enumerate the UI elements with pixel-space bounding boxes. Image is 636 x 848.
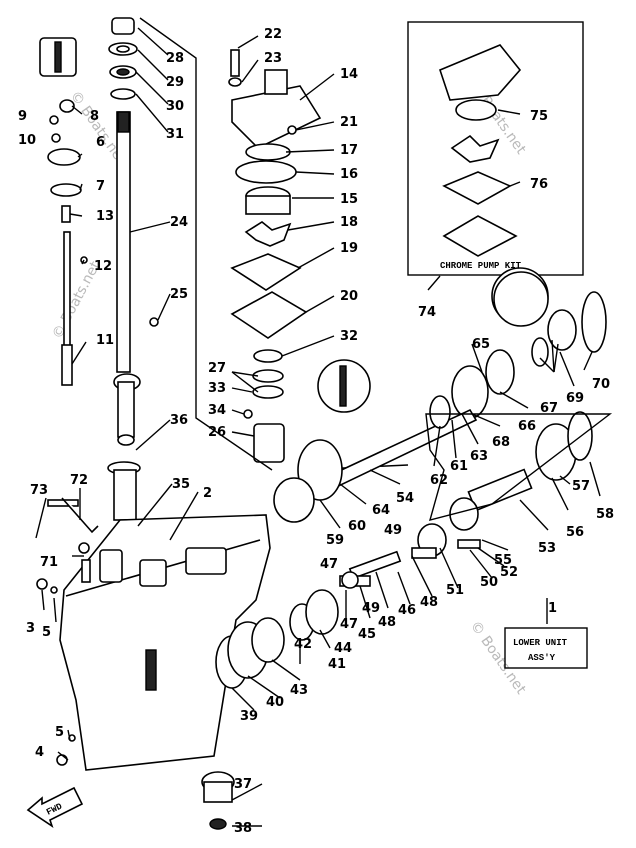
callout: 37 [234,777,252,792]
callout: 42 [294,637,312,652]
callout: 24 [170,215,188,230]
callout: 64 [372,503,390,518]
callout: 17 [340,143,358,158]
callout: 48 [378,615,396,630]
callout: 19 [340,241,358,256]
callout: 13 [96,209,114,224]
callout: 74 [418,305,436,320]
propeller-shaft-group [273,267,607,580]
callout: 31 [166,127,184,142]
callout: 52 [500,565,518,580]
water-pump-group [228,49,371,463]
callout: 9 [18,109,27,124]
callout: 21 [340,115,358,130]
chrome-pump-kit-parts [439,44,522,257]
callout: 69 [566,391,584,406]
callout: 18 [340,215,358,230]
callout: 48 [420,595,438,610]
callout: 25 [170,287,188,302]
lower-unit-label-line2: ASS'Y [528,653,556,663]
callout: 10 [18,133,36,148]
callout: 71 [40,555,58,570]
callout: 11 [96,333,114,348]
callout: 72 [70,473,88,488]
callout: 67 [540,401,558,416]
callout: 28 [166,51,184,66]
leader-lines [35,27,601,827]
callout: 49 [362,601,380,616]
callout: 50 [480,575,498,590]
callout: 1 [548,601,557,616]
callout: 49 [384,523,402,538]
callout: 43 [290,683,308,698]
callout: 39 [240,709,258,724]
callout: 26 [208,425,226,440]
callout: 5 [55,725,64,740]
callout: 5 [42,625,51,640]
callout: 65 [472,337,490,352]
callout: 41 [328,657,346,672]
callout: 3 [26,621,35,636]
callout: 68 [492,435,510,450]
callout: 55 [494,553,512,568]
callout: 54 [396,491,414,506]
callout: 34 [208,403,226,418]
callout: 70 [592,377,610,392]
callout: 53 [538,541,556,556]
chrome-pump-kit-box [407,21,584,276]
callout: 35 [172,477,190,492]
callout: 60 [348,519,366,534]
detail-circle [493,271,549,327]
callout: 66 [518,419,536,434]
lower-unit-label-line1: LOWER UNIT [513,638,568,648]
callout: 47 [340,617,358,632]
callout: 38 [234,821,252,836]
callout: 23 [264,51,282,66]
callout: 36 [170,413,188,428]
callout: 45 [358,627,376,642]
callout: 58 [596,507,614,522]
callout: 44 [334,641,352,656]
callout: 7 [96,179,105,194]
forward-arrow: FWD [26,786,84,828]
callout: 16 [340,167,358,182]
callout: 4 [35,745,44,760]
callout: 59 [326,533,344,548]
callout: 51 [446,583,464,598]
callout: 14 [340,67,358,82]
callout: 75 [530,109,548,124]
callout: 30 [166,99,184,114]
callout: 29 [166,75,184,90]
callout: 12 [94,259,112,274]
chrome-pump-kit-label: CHROME PUMP KIT [440,261,522,271]
callout: 56 [566,525,584,540]
callout: 32 [340,329,358,344]
lower-unit-box [504,627,588,669]
callout: 61 [450,459,468,474]
callout: 47 [320,557,338,572]
callout: 33 [208,381,226,396]
callout: 8 [90,109,99,124]
callout: 63 [470,449,488,464]
callout: 73 [30,483,48,498]
callout: 40 [266,695,284,710]
callout: 57 [572,479,590,494]
callout: 6 [96,135,105,150]
callout: 2 [203,486,212,501]
callout: 20 [340,289,358,304]
callout: 46 [398,603,416,618]
callout: 15 [340,192,358,207]
gearcase-housing [36,497,437,830]
callout: 62 [430,473,448,488]
callout: 27 [208,361,226,376]
watermark: © Boats.net [467,618,529,698]
callout-numbers: 1 2 3 4 5 5 6 7 8 9 10 11 12 13 14 15 16… [18,27,614,836]
callout: 22 [264,27,282,42]
callout: 76 [530,177,548,192]
